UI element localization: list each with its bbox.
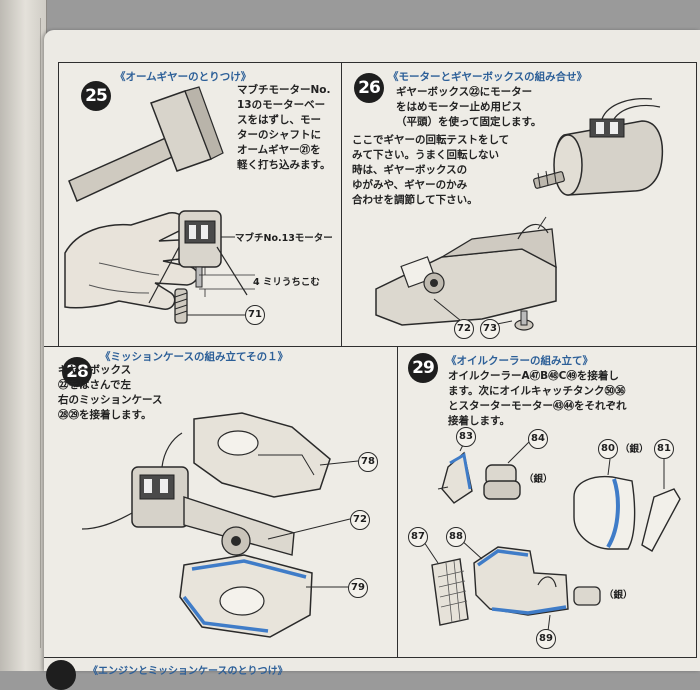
mission-case-illustration bbox=[81, 412, 359, 638]
part-number: 71 bbox=[245, 305, 265, 325]
step-title: 《ミッションケースの組み立てその１》 bbox=[100, 351, 289, 363]
part-number-78: 78 bbox=[358, 452, 378, 472]
part-number-84: 84 bbox=[528, 429, 548, 449]
step-number-badge: 29 bbox=[408, 353, 438, 383]
part-number-88: 88 bbox=[446, 527, 466, 547]
part-number-72: 72 bbox=[350, 510, 370, 530]
part-number-72: 72 bbox=[454, 319, 474, 339]
step-number-badge: 28 bbox=[62, 357, 92, 387]
silver-label: （銀） bbox=[604, 590, 633, 601]
step-title: 《オイルクーラーの組み立て》 bbox=[446, 355, 593, 367]
hammer-hand-motor-illustration bbox=[64, 86, 255, 324]
step-26-panel: 26 《モーターとギヤーボックスの組み合せ》 ギヤーボックス㉒にモーター をはめ… bbox=[341, 62, 697, 348]
step-28-panel: 28 《ミッションケースの組み立てその１》 ギヤーボックス ㉒をはさんで左 右の… bbox=[44, 346, 398, 658]
silver-label: （銀） bbox=[620, 444, 649, 455]
step-instructions: オイルクーラーA㊼B㊽C㊾を接着し ます。次にオイルキャッチタンク㊿㊱ とスター… bbox=[448, 370, 627, 427]
motor-gearbox-illustration bbox=[375, 98, 664, 331]
motor-label: マブチNo.13モーター bbox=[235, 233, 333, 244]
step-25-panel: 25 《オームギヤーのとりつけ》 マブチモーターNo. 13のモーターベー スを… bbox=[58, 62, 343, 348]
part-number-83: 83 bbox=[456, 427, 476, 447]
step-number-badge: 26 bbox=[354, 73, 384, 103]
silver-label: （銀） bbox=[524, 474, 553, 485]
step-instructions: マブチモーターNo. 13のモーターベー スをはずし、モー ターのシャフトに オ… bbox=[237, 84, 331, 171]
next-step-title: 《エンジンとミッションケースのとりつけ》 bbox=[88, 666, 288, 677]
part-number-81: 81 bbox=[654, 439, 674, 459]
part-number-89: 89 bbox=[536, 629, 556, 649]
step-number-badge: 25 bbox=[81, 81, 111, 111]
next-step-badge bbox=[46, 660, 76, 690]
step-instructions: ギヤーボックス ㉒をはさんで左 右のミッションケース ㉘㉙を接着します。 bbox=[58, 364, 163, 421]
binder-spine bbox=[0, 0, 47, 671]
part-number-80: 80 bbox=[598, 439, 618, 459]
step-instructions: ギヤーボックス㉒にモーター をはめモーター止め用ビス （平頭）を使って固定します… bbox=[396, 86, 542, 128]
part-number-73: 73 bbox=[480, 319, 500, 339]
part-number-79: 79 bbox=[348, 578, 368, 598]
step-29-panel: 29 《オイルクーラーの組み立て》 オイルクーラーA㊼B㊽C㊾を接着し ます。次… bbox=[397, 346, 697, 658]
part-number-87: 87 bbox=[408, 527, 428, 547]
step-test-instructions: ここでギヤーの回転テストをして みて下さい。うまく回転しない 時は、ギヤーボック… bbox=[352, 134, 510, 206]
step-title: 《オームギヤーのとりつけ》 bbox=[115, 71, 252, 83]
step-title: 《モーターとギヤーボックスの組み合せ》 bbox=[388, 71, 588, 83]
depth-label: 4 ミリうちこむ bbox=[253, 277, 320, 288]
oil-cooler-illustration bbox=[421, 434, 681, 632]
